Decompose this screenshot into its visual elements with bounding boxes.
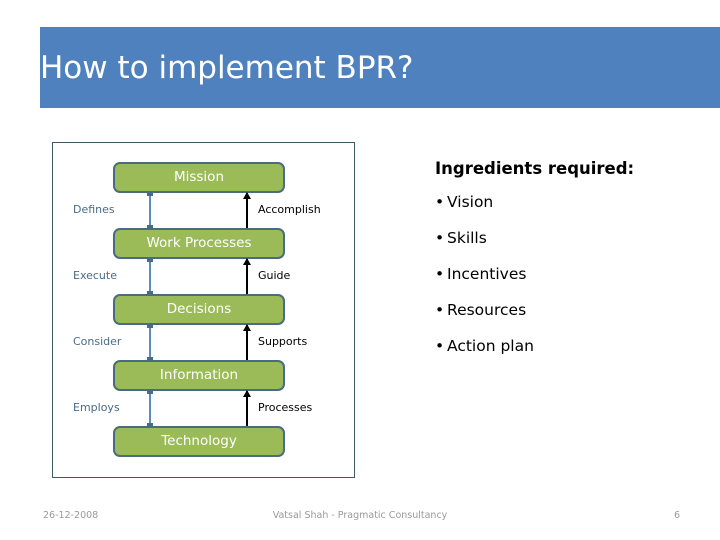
connector-down-arrow-icon-1: [147, 192, 153, 229]
footer-page-number: 6: [673, 510, 680, 521]
bullet-icon: •: [435, 265, 445, 283]
connector-up-arrow-icon-2: [243, 258, 251, 294]
ingredient-label-skills: Skills: [447, 229, 487, 247]
connector-up-arrow-icon-4: [243, 390, 251, 426]
flow-box-technology[interactable]: Technology: [113, 426, 285, 457]
list-item: •Action plan: [435, 336, 700, 356]
page-title: How to implement BPR?: [40, 50, 414, 86]
ingredient-label-incentives: Incentives: [447, 265, 527, 283]
footer-attribution: Vatsal Shah - Pragmatic Consultancy: [272, 510, 448, 521]
flow-box-information[interactable]: Information: [113, 360, 285, 391]
bullet-icon: •: [435, 193, 445, 211]
flow-label-accomplish: Accomplish: [258, 203, 321, 216]
ingredient-label-action-plan: Action plan: [447, 337, 534, 355]
list-item: •Incentives: [435, 264, 700, 284]
connector-down-arrow-icon-2: [147, 258, 153, 295]
flow-label-execute: Execute: [73, 269, 117, 282]
bullet-icon: •: [435, 301, 445, 319]
ingredients-panel: Ingredients required: •Vision •Skills •I…: [435, 158, 700, 372]
flow-label-guide: Guide: [258, 269, 291, 282]
ingredient-label-vision: Vision: [447, 193, 494, 211]
connector-up-arrow-icon-3: [243, 324, 251, 360]
flow-box-work-processes[interactable]: Work Processes: [113, 228, 285, 259]
ingredient-label-resources: Resources: [447, 301, 527, 319]
bullet-icon: •: [435, 229, 445, 247]
slide-footer: 26-12-2008 Vatsal Shah - Pragmatic Consu…: [0, 505, 720, 527]
ingredients-heading: Ingredients required:: [435, 159, 635, 178]
list-item: •Resources: [435, 300, 700, 320]
diagram-frame: [52, 142, 355, 478]
list-item: •Vision: [435, 192, 700, 212]
flow-label-defines: Defines: [73, 203, 115, 216]
connector-down-arrow-icon-3: [147, 324, 153, 361]
slide-title-banner: [40, 27, 720, 108]
flow-box-decisions[interactable]: Decisions: [113, 294, 285, 325]
connector-up-arrow-icon-1: [243, 192, 251, 228]
list-item: •Skills: [435, 228, 700, 248]
footer-date: 26-12-2008: [43, 510, 99, 521]
flow-box-mission[interactable]: Mission: [113, 162, 285, 193]
connector-down-arrow-icon-4: [147, 390, 153, 427]
bullet-icon: •: [435, 337, 445, 355]
flow-label-processes: Processes: [258, 401, 313, 414]
flow-label-employs: Employs: [73, 401, 120, 414]
flow-label-consider: Consider: [73, 335, 122, 348]
flow-label-supports: Supports: [258, 335, 308, 348]
